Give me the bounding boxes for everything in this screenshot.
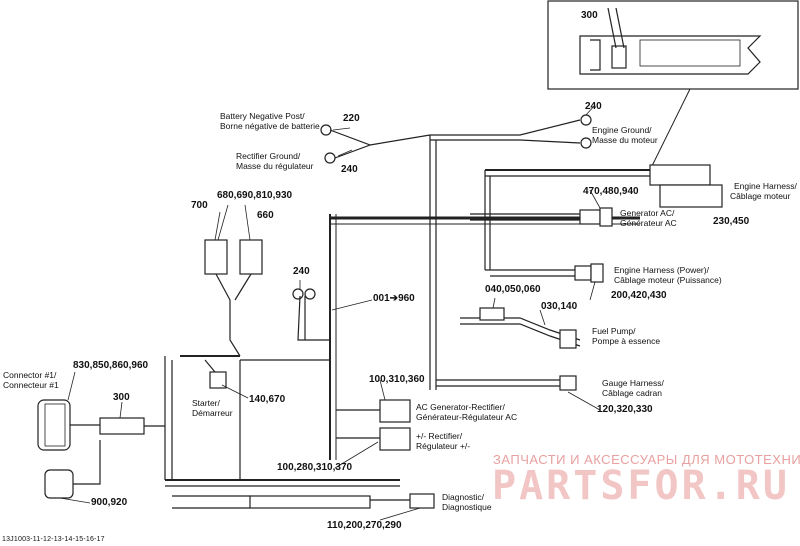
label-diagnostic-fr: Diagnostique	[442, 502, 492, 512]
label-connector-en: Connector #1/	[3, 370, 57, 380]
label-rectifier-en: +/- Rectifier/	[416, 431, 463, 441]
ref-830-850-860-960: 830,850,860,960	[73, 360, 149, 371]
ref-120-320-330: 120,320,330	[597, 404, 653, 415]
ref-240-rectifier: 240	[341, 164, 358, 175]
label-engine-gnd-en: Engine Ground/	[592, 125, 652, 135]
label-generator-ac-en: Generator AC/	[620, 208, 675, 218]
ref-660: 660	[257, 210, 274, 221]
label-rectifier-gnd-fr: Masse du régulateur	[236, 161, 314, 171]
watermark-logo: PARTSFOR.RU	[492, 463, 790, 509]
label-engine-power-en: Engine Harness (Power)/	[614, 265, 709, 275]
label-fuel-pump-en: Fuel Pump/	[592, 326, 636, 336]
ref-220: 220	[343, 113, 360, 124]
label-connector-fr: Connecteur #1	[3, 380, 59, 390]
label-ac-gen-rect-fr: Générateur-Régulateur AC	[416, 412, 518, 422]
ref-030-140: 030,140	[541, 301, 578, 312]
label-generator-ac-fr: Générateur AC	[620, 218, 677, 228]
watermark-text: ЗАПЧАСТИ И АКСЕССУАРЫ ДЛЯ МОТОТЕХНИКИ	[493, 452, 800, 467]
ref-110-200-270-290: 110,200,270,290	[327, 520, 402, 531]
label-fuel-pump-fr: Pompe à essence	[592, 336, 661, 346]
ref-100-280-310-370: 100,280,310,370	[277, 462, 353, 473]
label-starter-en: Starter/	[192, 398, 220, 408]
label-battery-neg-en: Battery Negative Post/	[220, 111, 305, 121]
label-rectifier-fr: Régulateur +/-	[416, 441, 471, 451]
ref-240-starter: 240	[293, 266, 310, 277]
label-battery-neg-fr: Borne négative de batterie	[220, 121, 320, 131]
ref-100-310-360: 100,310,360	[369, 374, 425, 385]
label-gauge-harness-fr: Câblage cadran	[602, 388, 663, 398]
ref-900-920: 900,920	[91, 497, 128, 508]
inset-connector-detail	[547, 0, 799, 90]
label-engine-gnd-fr: Masse du moteur	[592, 135, 658, 145]
ref-040-050-060: 040,050,060	[485, 284, 541, 295]
inset-ref-300: 300	[581, 10, 598, 21]
label-rectifier-gnd-en: Rectifier Ground/	[236, 151, 301, 161]
ref-230-450: 230,450	[713, 216, 750, 227]
ref-240-engine-ground: 240	[585, 101, 602, 112]
ref-300-left: 300	[113, 392, 130, 403]
figure-code: 13J1003-11-12-13-14-15-16-17	[2, 536, 105, 543]
label-starter-fr: Démarreur	[192, 408, 233, 418]
ref-200-420-430: 200,420,430	[611, 290, 667, 301]
label-engine-harness-en: Engine Harness/	[734, 181, 797, 191]
ref-001-960: 001➔960	[373, 293, 415, 304]
label-gauge-harness-en: Gauge Harness/	[602, 378, 664, 388]
ref-700: 700	[191, 200, 208, 211]
ref-680-690-810-930: 680,690,810,930	[217, 190, 293, 201]
ref-470-480-940: 470,480,940	[583, 186, 639, 197]
label-diagnostic-en: Diagnostic/	[442, 492, 485, 502]
label-engine-power-fr: Câblage moteur (Puissance)	[614, 275, 722, 285]
label-ac-gen-rect-en: AC Generator-Rectifier/	[416, 402, 505, 412]
label-engine-harness-fr: Câblage moteur	[730, 191, 791, 201]
ref-140-670: 140,670	[249, 394, 286, 405]
